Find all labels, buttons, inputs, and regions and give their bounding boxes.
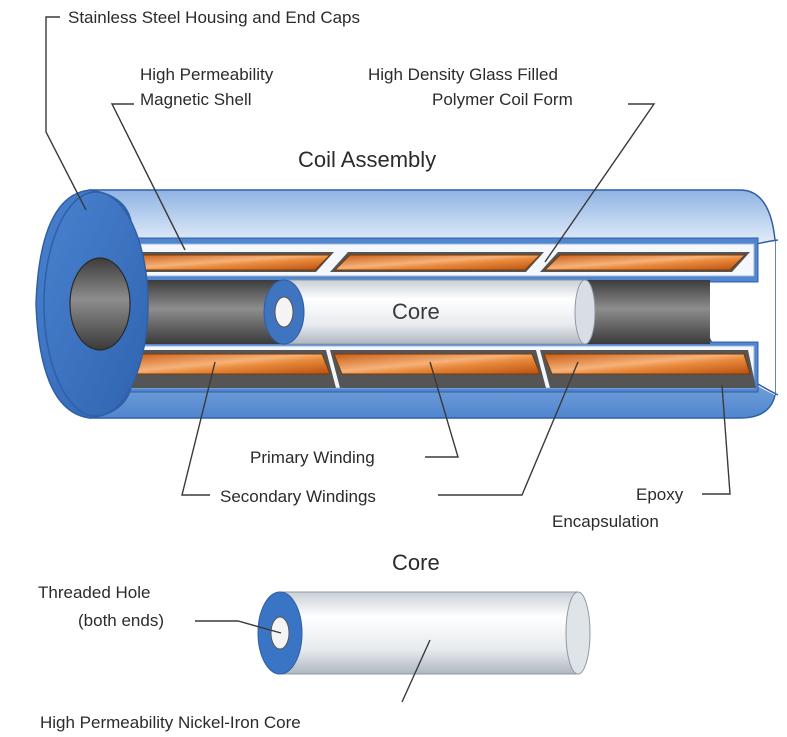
leader-housing <box>45 16 87 211</box>
label-nickel-core: High Permeability Nickel-Iron Core <box>40 713 301 732</box>
label-coilform-2: Polymer Coil Form <box>432 90 573 109</box>
label-primary: Primary Winding <box>250 448 375 467</box>
label-core-inside: Core <box>392 299 440 324</box>
core-drawing <box>257 591 591 675</box>
label-epoxy-2: Encapsulation <box>552 512 659 531</box>
label-epoxy-1: Epoxy <box>636 485 684 504</box>
leader-shell <box>110 103 186 251</box>
left-end-cap-hole <box>69 257 131 351</box>
leader-epoxy <box>702 384 731 495</box>
labels: Stainless Steel Housing and End Caps Hig… <box>38 8 684 732</box>
core-body <box>277 591 579 675</box>
leader-lines <box>45 16 731 703</box>
label-secondary: Secondary Windings <box>220 487 376 506</box>
label-hole-1: Threaded Hole <box>38 583 150 602</box>
top-windings <box>120 252 750 272</box>
leader-primary <box>425 361 459 458</box>
leader-threaded-hole <box>195 620 282 634</box>
label-shell-1: High Permeability <box>140 65 274 84</box>
core-inside-body <box>284 279 586 345</box>
leader-coilform <box>544 103 656 263</box>
label-shell-2: Magnetic Shell <box>140 90 252 109</box>
leader-secondary-left <box>181 361 216 496</box>
label-coilform-1: High Density Glass Filled <box>368 65 558 84</box>
label-housing: Stainless Steel Housing and End Caps <box>68 8 360 27</box>
bottom-windings <box>118 350 756 388</box>
label-hole-2: (both ends) <box>78 611 164 630</box>
label-coil-assembly: Coil Assembly <box>298 147 436 172</box>
label-core-title: Core <box>392 550 440 575</box>
leader-nickel-core <box>401 639 431 703</box>
leader-secondary-right <box>438 361 579 496</box>
coil-assembly-drawing <box>35 189 779 419</box>
